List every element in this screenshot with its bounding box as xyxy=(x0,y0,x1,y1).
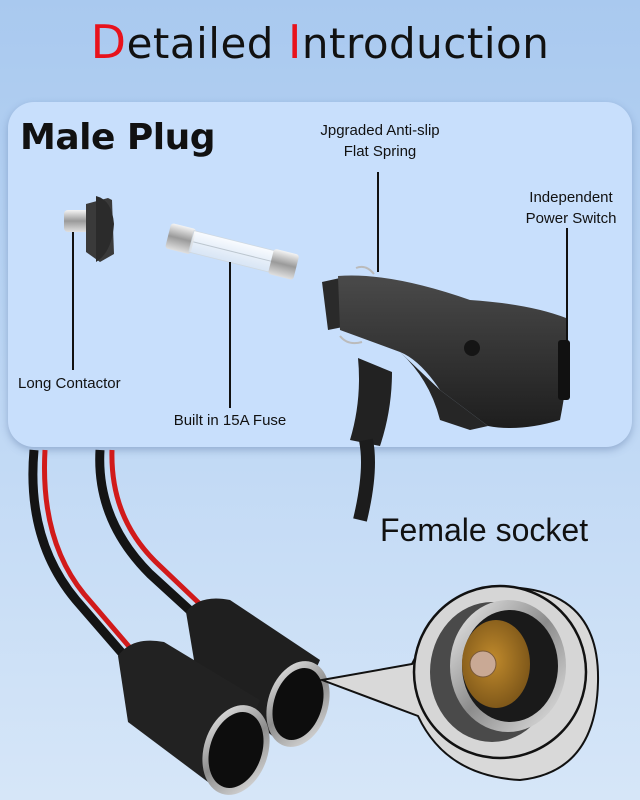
title-word-detailed: etailed xyxy=(126,19,288,68)
male-plug-heading: Male Plug xyxy=(20,117,216,158)
title-initial-d: D xyxy=(90,15,127,69)
leader-long-contactor xyxy=(72,232,74,370)
long-contactor-part xyxy=(64,196,114,262)
title-word-introduction: ntroduction xyxy=(301,19,550,68)
label-long-contactor: Long Contactor xyxy=(18,375,121,392)
label-power-switch: Independent Power Switch xyxy=(525,189,617,227)
cable-pair xyxy=(28,449,202,663)
leader-fuse xyxy=(229,262,231,408)
leader-flat-spring xyxy=(377,172,379,272)
female-socket-front xyxy=(118,640,270,795)
title-initial-i: I xyxy=(287,15,302,69)
label-fuse: Built in 15A Fuse xyxy=(173,412,287,429)
label-flat-spring: Jpgraded Anti-slip Flat Spring xyxy=(320,122,440,160)
page-title: Detailed Introduction xyxy=(0,14,640,72)
female-socket-heading: Female socket xyxy=(380,512,589,548)
leader-power-switch xyxy=(566,228,568,343)
socket-zoom-callout xyxy=(318,584,600,782)
fuse-part xyxy=(165,223,299,280)
female-socket-back xyxy=(186,598,330,747)
male-plug-part xyxy=(322,265,570,522)
